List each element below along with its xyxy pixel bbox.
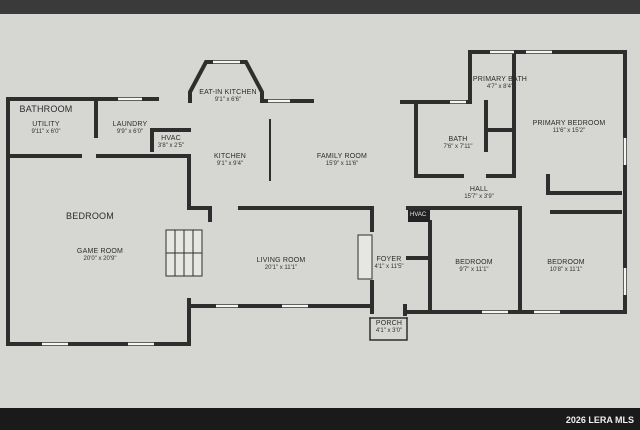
room-dims: 4'1" x 11'5" [374, 264, 404, 271]
room-bath: BATH 7'6" x 7'11" [443, 136, 472, 151]
room-dims: 7'6" x 7'11" [443, 144, 473, 151]
room-name: PRIMARY BATH [472, 76, 528, 83]
room-dims: 10'8" x 11'1" [549, 267, 583, 274]
room-name: BEDROOM [66, 211, 114, 221]
room-dims: 9'1" x 9'4" [216, 161, 244, 168]
room-dims: 4'1" x 3'0" [375, 328, 403, 335]
room-dims: 15'9" x 11'6" [325, 161, 359, 168]
room-dims: 9'11" x 6'0" [31, 129, 61, 136]
room-dims: 3'8" x 2'5" [157, 143, 185, 150]
room-name: HALL [469, 186, 489, 193]
room-laundry: LAUNDRY 9'9" x 6'0" [113, 121, 148, 136]
room-utility: UTILITY 9'11" x 6'0" [31, 121, 60, 136]
room-bedroom-main: BEDROOM [66, 211, 114, 221]
mls-watermark: 2026 LERA MLS [565, 415, 634, 425]
room-bathroom: BATHROOM [20, 104, 73, 114]
room-name: LIVING ROOM [256, 257, 306, 264]
room-eat-in-kitchen: EAT-IN KITCHEN 9'1" x 6'6" [199, 89, 257, 104]
room-dims: 9'1" x 6'6" [214, 97, 242, 104]
room-kitchen: KITCHEN 9'1" x 9'4" [214, 153, 246, 168]
room-dims: 15'7" x 3'9" [464, 194, 494, 201]
room-bedroom-3: BEDROOM 10'8" x 11'1" [547, 259, 585, 274]
room-name: KITCHEN [213, 153, 247, 160]
bottom-band [0, 408, 640, 430]
room-porch: PORCH 4'1" x 3'0" [376, 320, 402, 335]
room-primary-bath: PRIMARY BATH 4'7" x 8'4" [473, 76, 527, 91]
room-name: UTILITY [32, 121, 60, 128]
room-living-room: LIVING ROOM 20'1" x 11'1" [257, 257, 306, 272]
room-name: BEDROOM [547, 259, 585, 266]
room-dims: 9'9" x 6'0" [116, 129, 144, 136]
hvac-unit-icon [408, 210, 430, 222]
room-name: GAME ROOM [76, 248, 124, 255]
room-name: LAUNDRY [112, 121, 148, 128]
room-primary-bedroom: PRIMARY BEDROOM 11'6" x 15'2" [533, 120, 606, 135]
room-name: HVAC [161, 135, 181, 142]
room-bedroom-2: BEDROOM 9'7" x 11'1" [455, 259, 493, 274]
room-game-room: GAME ROOM 20'0" x 20'9" [77, 248, 123, 263]
room-foyer: FOYER 4'1" x 11'5" [374, 256, 403, 271]
room-dims: 20'1" x 11'1" [264, 265, 298, 272]
room-name: FOYER [376, 256, 402, 263]
room-name: EAT-IN KITCHEN [199, 89, 257, 96]
room-dims: 11'6" x 15'2" [552, 128, 586, 135]
walls [6, 50, 627, 346]
stairs-icon [165, 229, 203, 277]
room-family-room: FAMILY ROOM 15'9" x 11'6" [317, 153, 367, 168]
room-hvac: HVAC 3'8" x 2'5" [158, 135, 184, 150]
room-name: PRIMARY BEDROOM [532, 120, 606, 127]
room-dims: 20'0" x 20'9" [83, 256, 117, 263]
foyer-door-icon [357, 234, 373, 280]
room-name: BATH [448, 136, 468, 143]
room-dims: 9'7" x 11'1" [459, 267, 489, 274]
room-name: BEDROOM [455, 259, 493, 266]
room-dims: 4'7" x 8'4" [486, 84, 514, 91]
room-name: BATHROOM [19, 104, 73, 114]
windows [42, 50, 627, 346]
room-name: FAMILY ROOM [316, 153, 368, 160]
room-name: PORCH [375, 320, 403, 327]
room-hall: HALL 15'7" x 3'9" [464, 186, 494, 201]
room-hvac-2: HVAC [410, 212, 427, 218]
